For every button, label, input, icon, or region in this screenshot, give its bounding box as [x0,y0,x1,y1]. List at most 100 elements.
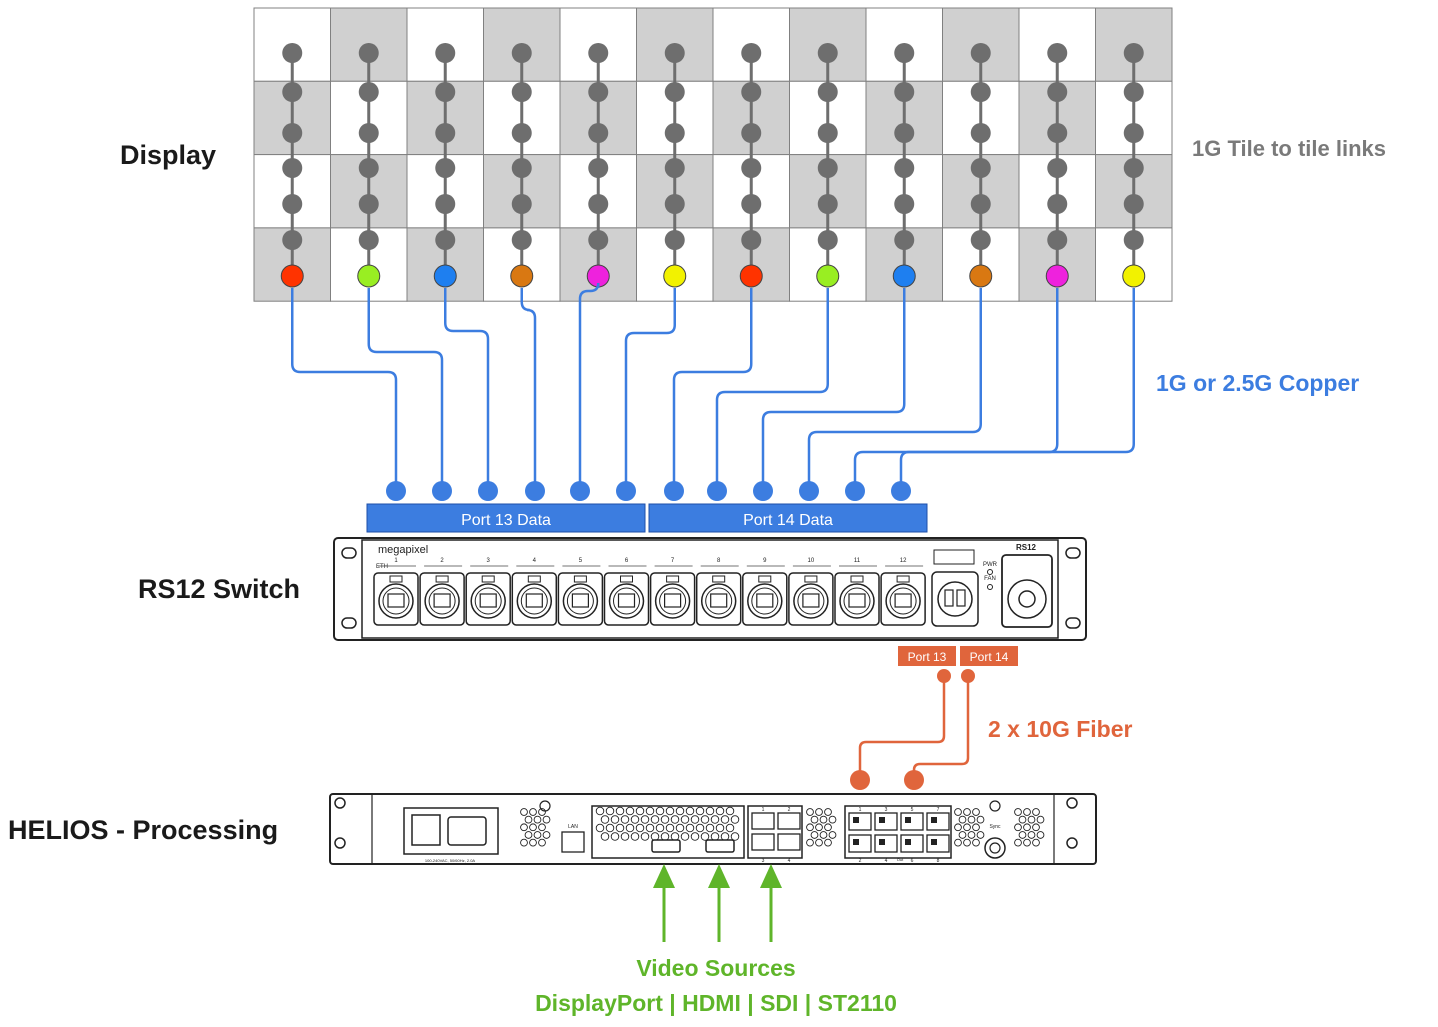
vent-hole [520,838,528,847]
rack-ear-slot [341,547,357,559]
tile-link-node [894,194,915,214]
ethernet-port-ring [654,583,691,619]
ethernet-port-ring [562,583,599,619]
ethernet-port-ring [424,583,460,619]
vent-hole [645,806,655,816]
copper-cable [291,288,398,490]
vent-hole [967,831,976,839]
vent-hole [1032,823,1040,832]
tile-link-node [435,230,456,250]
sdi-input [777,812,801,830]
switch-port-dot [478,481,498,501]
vent-hole [815,808,823,816]
fiber-lc-right [956,589,966,607]
vent-hole [963,823,971,832]
tile-link-node [435,158,456,178]
fiber-end-dot [850,770,870,790]
vent-hole [976,831,985,839]
switch-port-number: 1 [394,558,398,564]
tile-link-node [1047,123,1068,143]
vent-hole [730,815,740,824]
copper-cable [807,288,982,490]
port14-data-label: Port 14 Data [743,512,833,529]
video-input-arrow-head [708,864,730,888]
tile-link-node [817,82,838,102]
vent-hole [705,806,715,816]
vent-hole [645,823,655,833]
data-input-dot [510,264,534,288]
tile-link-node [1123,230,1144,250]
vent-hole [533,831,542,839]
port-latch [435,575,449,583]
rack-ear-hole [1066,797,1078,809]
video-input-arrow-head [653,864,675,888]
vent-hole [529,838,537,847]
pwr-led [987,569,993,575]
vent-hole [828,815,837,824]
vent-hole [690,815,700,824]
fiber-port-number: 4 [885,858,888,864]
ethernet-port-ring [608,583,645,619]
ethernet-port-inner [751,587,779,615]
vent-hole [625,806,635,816]
vent-hole [815,838,823,847]
port-latch [481,575,495,583]
lan-label: LAN [568,824,578,830]
vent-hole [595,806,605,816]
ethernet-port-ring [378,583,414,619]
tile-link-node [435,194,456,214]
rack-ear-hole [334,837,346,849]
ethernet-port-inner [428,587,456,615]
vent-hole [963,808,971,816]
screw [539,800,551,812]
vent-hole [958,831,967,839]
vent-hole [710,815,720,824]
displayport-input-1 [651,839,681,853]
vent-hole [630,832,640,841]
fan-led [987,584,993,590]
copper-cable [715,288,829,490]
power-rating-label: 100-240VAC, 50/60Hz, 2.0A [425,858,476,863]
vent-hole [810,831,819,839]
vent-hole [725,823,735,833]
rack-ear-hole [334,797,346,809]
vent-hole [695,806,705,816]
switch-port-dot [664,481,684,501]
display-label: Display [120,140,217,170]
port-latch [758,575,772,583]
vent-hole [700,815,710,824]
tile-link-node [741,230,762,250]
fiber-port-number: 3 [885,807,888,813]
vent-hole [524,831,533,839]
vent-hole [828,831,837,839]
tile-link-node [894,43,915,63]
copper-cable [761,288,906,490]
tile-link-node [511,123,532,143]
copper-cable [672,288,753,490]
data-input-dot [433,264,457,288]
tile-link-node [588,230,609,250]
vent-hole [972,808,980,816]
tile-link-node [664,194,685,214]
rj45-socket [848,593,866,608]
vent-hole [620,815,630,824]
vent-hole [824,838,832,847]
rj45-socket [756,593,774,608]
port-latch [389,575,403,583]
tile-link-node [588,123,609,143]
switch-port-number: 2 [440,558,444,564]
tile-link-node [1047,43,1068,63]
rj45-socket [525,593,543,608]
tile-link-node [435,82,456,102]
tile-link-node [970,194,991,214]
fiber-lc [905,839,911,845]
tile-link-node [817,123,838,143]
fiber-port-housing [931,571,979,627]
rj45-socket [617,593,636,608]
switch-port-dot [891,481,911,501]
vent-hole [1027,815,1036,824]
fiber-output-port [900,812,924,831]
vent-hole [1018,815,1027,824]
ethernet-port-inner [382,587,410,615]
port-latch [620,575,633,583]
